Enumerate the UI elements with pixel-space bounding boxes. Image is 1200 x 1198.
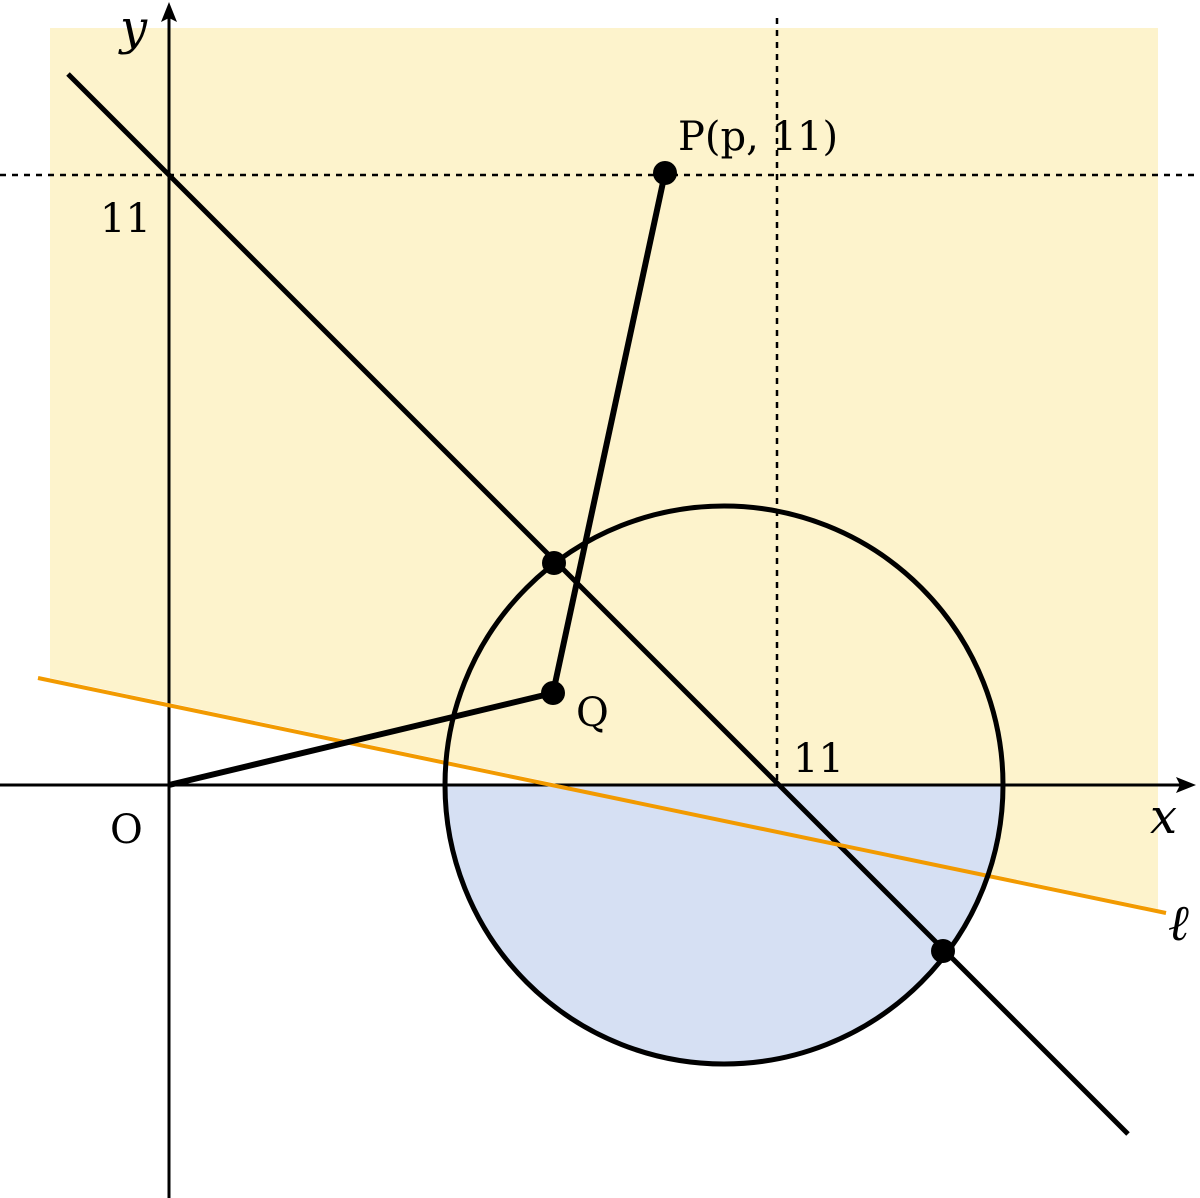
- segment-qp: [550, 172, 668, 694]
- y-axis-label: y: [118, 0, 148, 56]
- intersection-point-upper: [542, 551, 566, 575]
- point-p-label: P(p, 11): [678, 114, 838, 160]
- line-l: [37, 676, 1167, 915]
- segment-oq: [168, 690, 554, 788]
- point-q: [541, 681, 565, 705]
- circle: [442, 503, 1006, 1067]
- x-tick-label-11: 11: [793, 736, 844, 782]
- disk-lower-region: [445, 785, 1003, 1064]
- intersection-point-lower: [931, 939, 955, 963]
- line-l-label: ℓ: [1168, 894, 1189, 952]
- y-tick-label-11: 11: [100, 196, 151, 242]
- origin-label: O: [110, 807, 143, 853]
- y-axis-arrow: [161, 2, 177, 22]
- point-q-label: Q: [576, 690, 609, 736]
- point-p: [653, 161, 677, 185]
- x-axis-arrow: [1176, 777, 1196, 793]
- x-axis-label: x: [1150, 789, 1177, 845]
